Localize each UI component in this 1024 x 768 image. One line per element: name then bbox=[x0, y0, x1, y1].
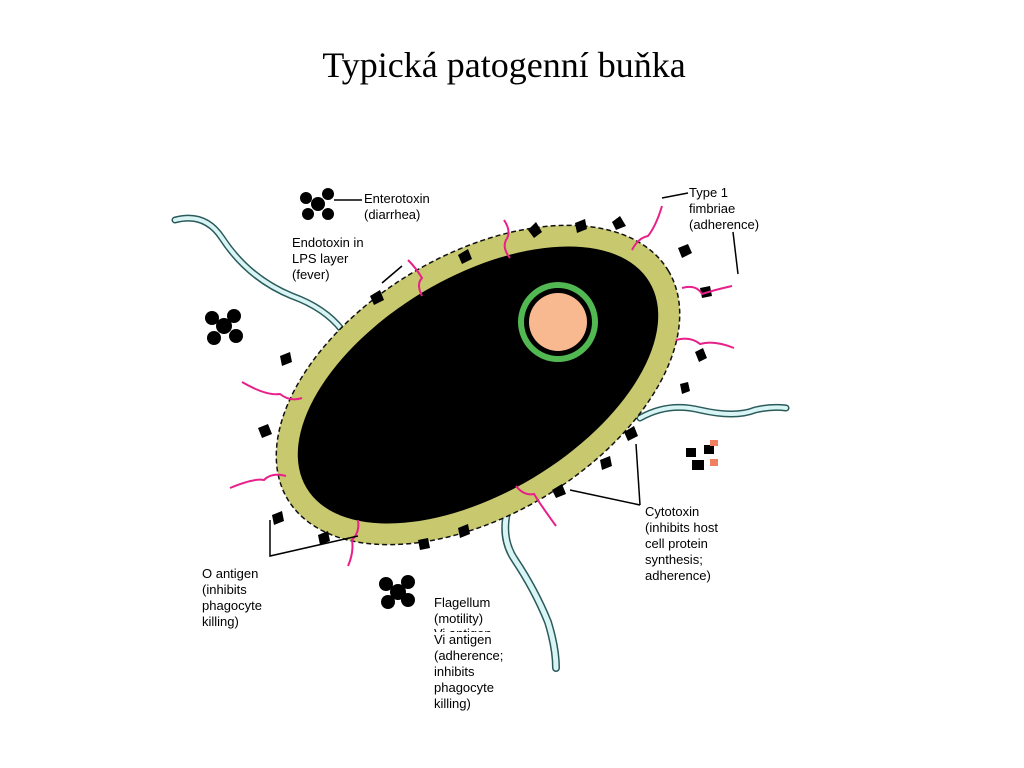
label-type-1-fimbriae: Type 1 fimbriae (adherence) bbox=[689, 185, 759, 232]
nucleus bbox=[529, 293, 587, 351]
svg-text:O antigen: O antigen bbox=[202, 566, 258, 581]
svg-text:Flagellum: Flagellum bbox=[434, 595, 490, 610]
svg-text:phagocyte: phagocyte bbox=[202, 598, 262, 613]
svg-text:(diarrhea): (diarrhea) bbox=[364, 207, 420, 222]
type-1-fimbriae bbox=[229, 205, 735, 567]
svg-text:(inhibits: (inhibits bbox=[202, 582, 247, 597]
slide-title: Typická patogenní buňka bbox=[322, 45, 686, 85]
svg-text:Type 1: Type 1 bbox=[689, 185, 728, 200]
cytotoxin-icon bbox=[686, 440, 718, 470]
svg-text:Endotoxin in: Endotoxin in bbox=[292, 235, 364, 250]
svg-text:(adherence;: (adherence; bbox=[434, 648, 503, 663]
svg-text:inhibits: inhibits bbox=[434, 664, 475, 679]
svg-text:(motility): (motility) bbox=[434, 611, 483, 626]
svg-text:(fever): (fever) bbox=[292, 267, 330, 282]
svg-text:Enterotoxin: Enterotoxin bbox=[364, 191, 430, 206]
svg-text:Cytotoxin: Cytotoxin bbox=[645, 504, 699, 519]
label-enterotoxin: Enterotoxin (diarrhea) bbox=[364, 191, 430, 222]
surface-antigens bbox=[258, 216, 712, 550]
svg-text:cell protein: cell protein bbox=[645, 536, 708, 551]
svg-text:fimbriae: fimbriae bbox=[689, 201, 735, 216]
svg-text:phagocyte: phagocyte bbox=[434, 680, 494, 695]
toxin-cluster-bottom-icon bbox=[379, 575, 415, 609]
enterotoxin-icon bbox=[300, 188, 334, 220]
svg-text:killing): killing) bbox=[434, 696, 471, 711]
svg-text:adherence): adherence) bbox=[645, 568, 711, 583]
label-vi-antigen: Vi antigen (adherence; inhibits phagocyt… bbox=[432, 632, 532, 711]
svg-text:(inhibits host: (inhibits host bbox=[645, 520, 718, 535]
flagella bbox=[171, 214, 790, 672]
label-o-antigen: O antigen (inhibits phagocyte killing) bbox=[202, 566, 262, 629]
label-cytotoxin: Cytotoxin (inhibits host cell protein sy… bbox=[645, 504, 718, 583]
leader-lines bbox=[269, 192, 739, 557]
svg-text:(adherence): (adherence) bbox=[689, 217, 759, 232]
toxin-cluster-left-icon bbox=[205, 309, 243, 345]
label-endotoxin: Endotoxin in LPS layer (fever) bbox=[292, 235, 364, 282]
svg-text:LPS layer: LPS layer bbox=[292, 251, 349, 266]
svg-text:Vi antigen: Vi antigen bbox=[434, 632, 492, 647]
svg-text:killing): killing) bbox=[202, 614, 239, 629]
svg-text:synthesis;: synthesis; bbox=[645, 552, 703, 567]
